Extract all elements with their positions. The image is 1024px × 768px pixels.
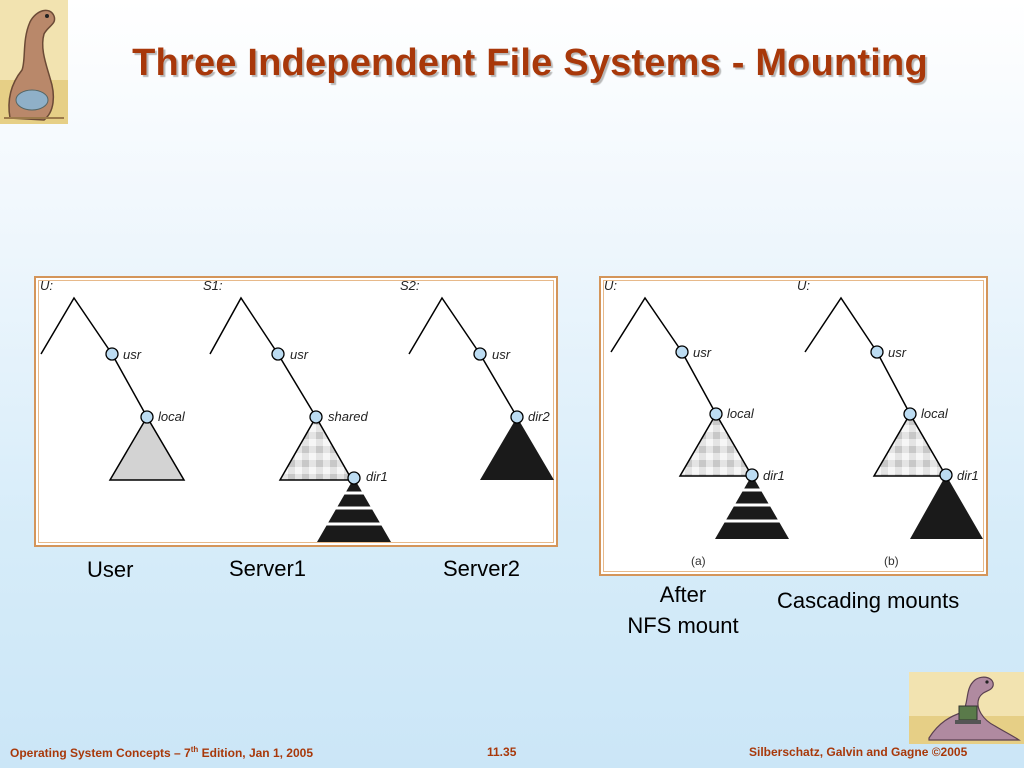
node-local: local: [727, 406, 755, 421]
dinosaur-logo-bottom: [909, 672, 1024, 744]
node-usr: usr: [492, 347, 511, 362]
subfigure-label: (b): [884, 554, 899, 568]
node-dir1: dir1: [763, 468, 785, 483]
root-label: U:: [40, 278, 53, 293]
footer-authors: Silberschatz, Galvin and Gagne ©2005: [749, 745, 968, 759]
tree-cascading-mounts: U: usr local dir1 (b): [797, 278, 983, 568]
footer-book-title: Operating System Concepts – 7th Edition,…: [10, 745, 313, 760]
root-label: S1:: [203, 278, 223, 293]
slide-title: Three Independent File Systems - Mountin…: [132, 42, 928, 84]
node-usr: usr: [888, 345, 907, 360]
independent-file-systems-figure: U: usr local S1: usr shared dir1: [34, 276, 558, 547]
footer-page-number: 11.35: [487, 745, 517, 759]
node-dir1: dir1: [957, 468, 979, 483]
node-local: local: [158, 409, 186, 424]
caption-server2: Server2: [443, 556, 521, 581]
dinosaur-logo-top: [0, 0, 68, 124]
tree-server1: S1: usr shared dir1: [203, 278, 391, 542]
caption-after-nfs-mount: After NFS mount: [613, 579, 753, 641]
footer-text: Edition, Jan 1, 2005: [198, 746, 314, 760]
mounting-figure: U: usr local dir1 (a) U: usr: [599, 276, 988, 576]
subfigure-label: (a): [691, 554, 706, 568]
caption-cascading-mounts: Cascading mounts: [777, 588, 960, 613]
root-label: U:: [604, 278, 617, 293]
node-local: local: [921, 406, 949, 421]
root-label: S2:: [400, 278, 420, 293]
node-usr: usr: [123, 347, 142, 362]
node-usr: usr: [693, 345, 712, 360]
caption-line: NFS mount: [627, 613, 739, 638]
tree-user: U: usr local: [40, 278, 186, 481]
footer-text: Operating System Concepts – 7: [10, 746, 191, 760]
tree-after-nfs-mount: U: usr local dir1 (a): [604, 278, 789, 568]
caption-user: User: [87, 557, 134, 582]
node-dir2: dir2: [528, 409, 550, 424]
tree-server2: S2: usr dir2: [400, 278, 554, 480]
node-shared: shared: [328, 409, 369, 424]
node-usr: usr: [290, 347, 309, 362]
footer-superscript: th: [190, 745, 199, 754]
node-dir1: dir1: [366, 469, 388, 484]
caption-server1: Server1: [229, 556, 307, 581]
root-label: U:: [797, 278, 810, 293]
caption-line: After: [659, 582, 707, 607]
